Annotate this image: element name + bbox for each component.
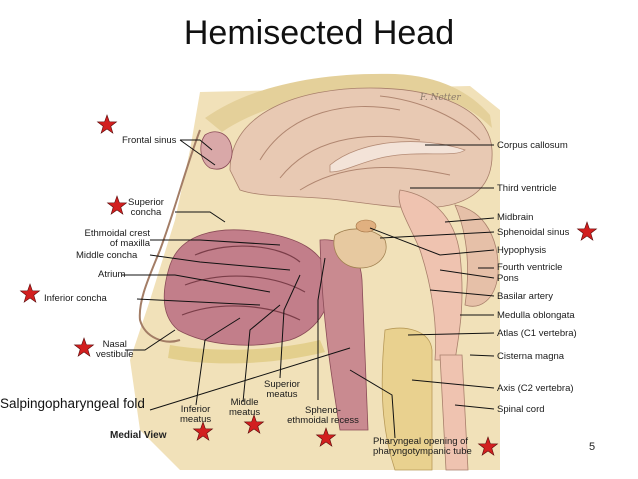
- label-spinal-cord: Spinal cord: [497, 404, 545, 415]
- label-superior-meatus: Superior meatus: [264, 380, 300, 400]
- label-pharyngeal-opening: Pharyngeal opening of pharyngotympanic t…: [373, 437, 472, 457]
- slide-title: Hemisected Head: [183, 14, 455, 52]
- label-axis: Axis (C2 vertebra): [497, 383, 574, 394]
- star-marker-frontal-sinus: [96, 114, 118, 134]
- label-atlas: Atlas (C1 vertebra): [497, 328, 577, 339]
- star-markers: [19, 114, 598, 456]
- label-middle-meatus: Middle meatus: [229, 398, 260, 418]
- external-nose: [138, 129, 201, 343]
- view-label: Medial View: [110, 430, 167, 441]
- label-inferior-meatus-line2: meatus: [180, 414, 212, 425]
- label-middle-meatus-line2: meatus: [229, 407, 261, 418]
- star-marker-sphenoidal-sinus: [576, 221, 598, 241]
- brain-gyri: [259, 95, 481, 191]
- label-nasal-vestibule: Nasal vestibule: [96, 340, 134, 360]
- leader-lines: [122, 139, 495, 439]
- label-midbrain: Midbrain: [497, 212, 534, 223]
- star-marker-nasal-vestibule: [73, 337, 95, 357]
- hard-palate: [168, 340, 325, 364]
- label-fourth-ventricle: Fourth ventricle: [497, 262, 563, 273]
- artist-signature: F. Netter: [419, 93, 461, 103]
- star-marker-superior-concha: [106, 195, 128, 215]
- cerebellum-shape: [454, 204, 499, 307]
- label-superior-concha-line2: concha: [130, 207, 162, 218]
- star-marker-inferior-concha: [19, 283, 41, 303]
- label-sphenoidal-sinus: Sphenoidal sinus: [497, 227, 570, 238]
- hypophysis-shape: [355, 219, 377, 233]
- label-sphenoethmoidal-recess-line1: Spheno-: [305, 405, 341, 416]
- label-pharyngeal-opening-line2: pharyngotympanic tube: [373, 446, 472, 457]
- label-superior-meatus-line2: meatus: [266, 389, 298, 400]
- label-superior-concha-line1: Superior: [128, 197, 164, 208]
- label-medulla-oblongata: Medulla oblongata: [497, 310, 575, 321]
- label-atrium: Atrium: [98, 269, 126, 280]
- label-pharyngeal-opening-line1: Pharyngeal opening of: [373, 436, 469, 447]
- star-marker-sphenoethmoidal-recess: [315, 427, 337, 447]
- label-ethmoidal-crest-line1: Ethmoidal crest: [84, 228, 150, 239]
- label-middle-concha: Middle concha: [76, 250, 138, 261]
- cerebrum: [229, 87, 493, 209]
- label-ethmoidal-crest: Ethmoidal crest of maxilla: [70, 229, 150, 249]
- corpus-callosum-shape: [329, 141, 466, 173]
- label-ethmoidal-crest-line2: of maxilla: [109, 238, 150, 249]
- label-superior-concha: Superior concha: [128, 198, 164, 218]
- label-sphenoethmoidal-recess: Spheno- ethmoidal recess: [283, 406, 363, 426]
- salpingopharyngeal-fold-callout: Salpingopharyngeal fold: [0, 396, 145, 411]
- label-nasal-vestibule-line1: Nasal: [102, 339, 127, 350]
- page-number: 5: [589, 441, 596, 453]
- label-inferior-meatus: Inferior meatus: [180, 405, 211, 425]
- label-pons: Pons: [497, 273, 519, 284]
- star-marker-inferior-meatus: [192, 421, 214, 441]
- label-frontal-sinus: Frontal sinus: [122, 135, 177, 146]
- label-third-ventricle: Third ventricle: [497, 183, 557, 194]
- label-cisterna-magna: Cisterna magna: [497, 351, 565, 362]
- label-middle-meatus-line1: Middle: [230, 397, 259, 408]
- skull-bone: [205, 73, 492, 132]
- label-corpus-callosum: Corpus callosum: [497, 140, 568, 151]
- label-inferior-meatus-line1: Inferior: [180, 404, 211, 415]
- frontal-sinus-shape: [200, 131, 233, 170]
- label-hypophysis: Hypophysis: [497, 245, 547, 256]
- label-superior-meatus-line1: Superior: [264, 379, 300, 390]
- label-nasal-vestibule-line2: vestibule: [96, 349, 134, 360]
- star-marker-middle-meatus: [243, 414, 265, 434]
- star-marker-pharyngeal-opening: [477, 436, 499, 456]
- label-sphenoethmoidal-recess-line2: ethmoidal recess: [287, 415, 359, 426]
- label-basilar-artery: Basilar artery: [497, 291, 553, 302]
- label-inferior-concha: Inferior concha: [44, 293, 107, 304]
